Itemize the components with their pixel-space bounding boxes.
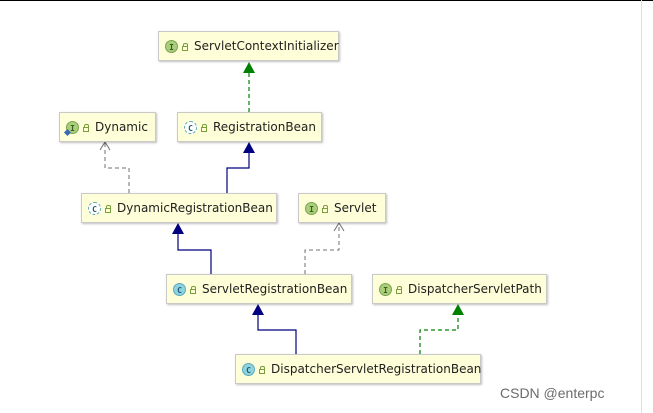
edge-dispatcher-servlet-registration-bean-to-servlet-registration-bean xyxy=(252,304,297,354)
node-servlet-context-initializer[interactable]: I ServletContextInitializer xyxy=(158,31,339,61)
top-border xyxy=(0,0,653,1)
edge-servlet-registration-bean-to-dynamic-registration-bean xyxy=(172,223,212,274)
node-dynamic-registration-bean[interactable]: C DynamicRegistrationBean xyxy=(81,193,277,223)
node-registration-bean[interactable]: C RegistrationBean xyxy=(177,112,322,142)
interface-icon: I xyxy=(305,201,318,215)
edge-dynamic-registration-bean-to-dynamic xyxy=(99,141,130,193)
node-label: RegistrationBean xyxy=(213,120,316,134)
right-border xyxy=(641,0,642,413)
interface-icon: I xyxy=(63,120,79,136)
edge-dispatcher-servlet-registration-bean-to-dispatcher-servlet-path xyxy=(419,304,464,354)
public-lock-icon xyxy=(322,204,328,213)
node-servlet-registration-bean[interactable]: C ServletRegistrationBean xyxy=(166,274,352,304)
node-servlet[interactable]: I Servlet xyxy=(298,193,386,223)
public-lock-icon xyxy=(201,123,207,132)
node-label: DispatcherServletRegistrationBean xyxy=(271,362,482,376)
node-label: Servlet xyxy=(334,201,377,215)
edge-dynamic-registration-bean-to-registration-bean xyxy=(226,142,255,193)
node-label: DispatcherServletPath xyxy=(408,282,542,296)
public-lock-icon xyxy=(83,123,89,132)
node-label: ServletRegistrationBean xyxy=(202,282,348,296)
public-lock-icon xyxy=(259,365,265,374)
node-label: Dynamic xyxy=(95,120,148,134)
watermark: CSDN @enterpc xyxy=(500,385,605,401)
node-dispatcher-servlet-registration-bean[interactable]: C DispatcherServletRegistrationBean xyxy=(235,354,481,384)
interface-icon: I xyxy=(379,282,392,296)
abstract-class-icon: C xyxy=(184,120,197,134)
edge-registration-bean-to-servlet-context-initializer xyxy=(243,62,255,112)
node-label: ServletContextInitializer xyxy=(194,39,339,53)
node-label: DynamicRegistrationBean xyxy=(117,201,273,215)
abstract-class-icon: C xyxy=(88,201,101,215)
public-lock-icon xyxy=(182,42,188,51)
node-dynamic[interactable]: I Dynamic xyxy=(59,112,156,142)
class-icon: C xyxy=(173,282,186,296)
public-lock-icon xyxy=(190,285,196,294)
public-lock-icon xyxy=(105,204,111,213)
public-lock-icon xyxy=(396,285,402,294)
edge-servlet-registration-bean-to-servlet xyxy=(304,222,345,274)
interface-icon: I xyxy=(165,39,178,53)
class-icon: C xyxy=(242,362,255,376)
node-dispatcher-servlet-path[interactable]: I DispatcherServletPath xyxy=(372,274,547,304)
